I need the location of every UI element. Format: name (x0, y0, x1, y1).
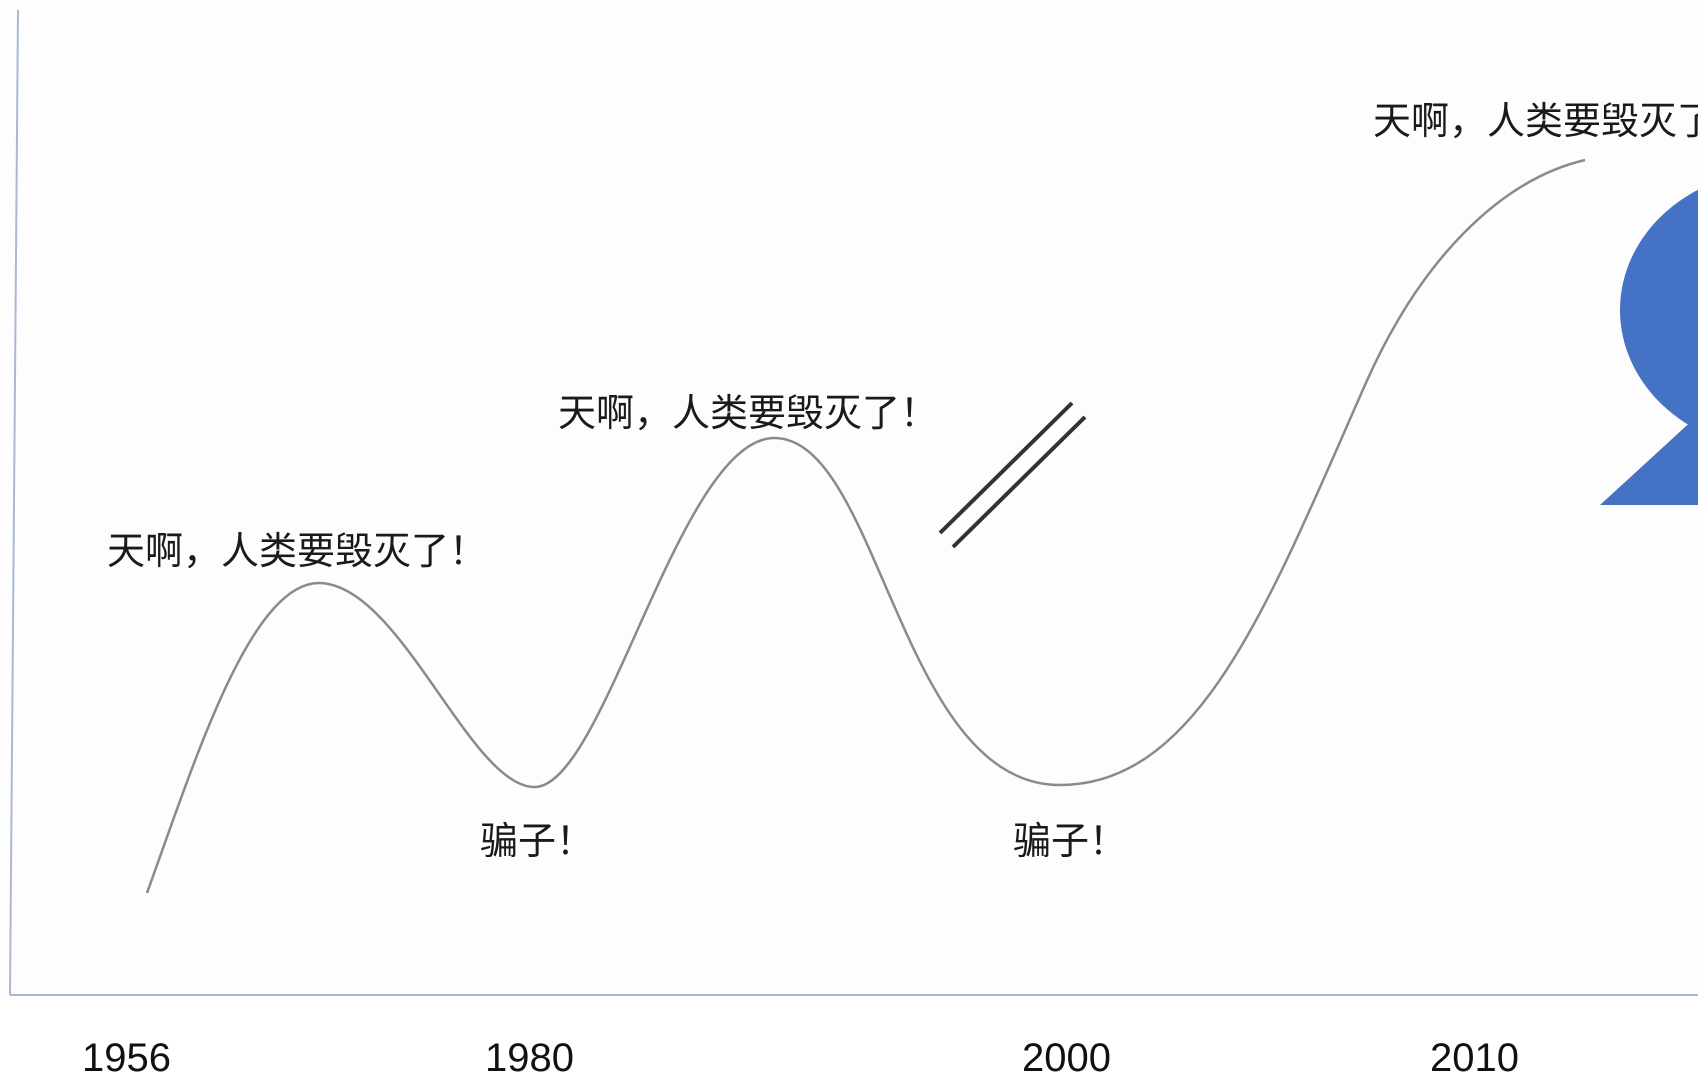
peak-1-annotation: 天啊，人类要毁灭了！ (107, 529, 488, 573)
year-label-2000: 2000 (1022, 1036, 1111, 1080)
year-label-1980: 1980 (485, 1036, 574, 1080)
peak-3-annotation: 天啊，人类要毁灭了！ (1373, 99, 1698, 143)
year-label-1956: 1956 (82, 1036, 171, 1080)
double-slash-break-icon (938, 401, 1087, 549)
peak-2-annotation: 天啊，人类要毁灭了！ (558, 391, 939, 435)
trough-1-annotation: 骗子！ (480, 819, 595, 863)
plot-area (0, 0, 1698, 1000)
hype-curve (145, 158, 1586, 894)
y-axis-line (9, 9, 19, 996)
trough-2-annotation: 骗子！ (1013, 819, 1128, 863)
speech-bubble-icon (1600, 189, 1698, 505)
year-label-2010: 2010 (1430, 1036, 1519, 1080)
